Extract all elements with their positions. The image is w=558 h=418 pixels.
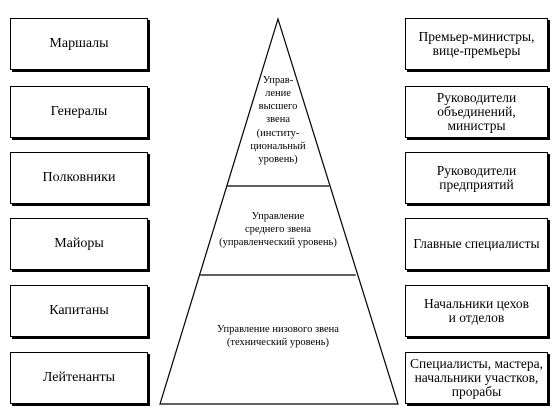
rank-box-colonels: Полковники <box>10 152 148 204</box>
rank-box-captains: Капитаны <box>10 285 148 337</box>
position-box-department-heads: Начальники цехов и отделов <box>405 285 548 337</box>
rank-label: Полковники <box>42 169 116 185</box>
rank-label: Генералы <box>50 103 108 119</box>
position-label: Руководители объединений, министры <box>436 89 517 134</box>
rank-label: Маршалы <box>49 35 109 51</box>
position-label: Специалисты, мастера, начальники участко… <box>410 355 543 400</box>
position-box-chief-specialists: Главные специалисты <box>405 218 548 270</box>
rank-box-lieutenants: Лейтенанты <box>10 352 148 404</box>
position-label: Начальники цехов и отделов <box>423 295 529 325</box>
pyramid-outline <box>159 16 399 405</box>
rank-box-generals: Генералы <box>10 86 148 138</box>
tier-label-bottom: Управление низового звена (технический у… <box>217 324 339 349</box>
tier-label-top: Управ- ление высшего звена (институ- цио… <box>250 75 306 165</box>
position-box-ministers: Руководители объединений, министры <box>405 86 548 138</box>
rank-label: Капитаны <box>49 302 109 318</box>
rank-label: Лейтенанты <box>42 369 116 385</box>
rank-box-majors: Майоры <box>10 218 148 270</box>
rank-box-marshals: Маршалы <box>10 18 148 70</box>
position-box-enterprise-heads: Руководители предприятий <box>405 152 548 204</box>
rank-label: Майоры <box>54 235 104 251</box>
position-label: Премьер-министры, вице-премьеры <box>418 28 535 58</box>
position-label: Главные специалисты <box>413 235 540 251</box>
position-box-specialists: Специалисты, мастера, начальники участко… <box>405 352 548 404</box>
position-box-premiers: Премьер-министры, вице-премьеры <box>405 18 548 70</box>
tier-label-middle: Управление среднего звена (управленчески… <box>219 211 337 249</box>
position-label: Руководители предприятий <box>436 162 517 192</box>
